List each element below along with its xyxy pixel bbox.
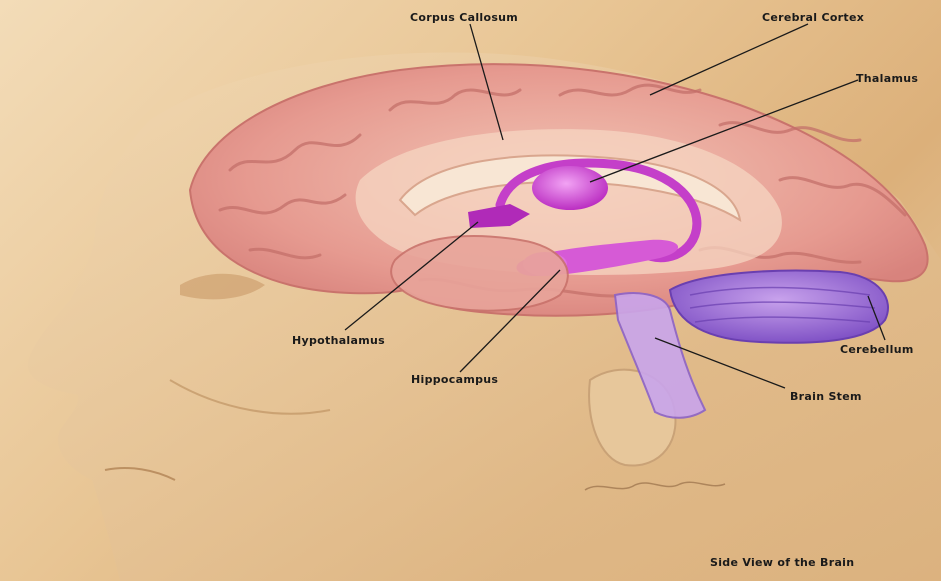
label-cerebellum: Cerebellum xyxy=(840,343,914,356)
label-cerebral-cortex: Cerebral Cortex xyxy=(762,11,864,24)
label-thalamus: Thalamus xyxy=(856,72,918,85)
label-hypothalamus: Hypothalamus xyxy=(292,334,385,347)
label-brain-stem: Brain Stem xyxy=(790,390,862,403)
diagram-caption: Side View of the Brain xyxy=(710,556,854,569)
thalamus xyxy=(532,166,608,210)
leader-cerebral-cortex xyxy=(650,24,808,95)
temporal-lobe xyxy=(391,236,568,311)
label-hippocampus: Hippocampus xyxy=(411,373,498,386)
label-corpus-callosum: Corpus Callosum xyxy=(410,11,518,24)
